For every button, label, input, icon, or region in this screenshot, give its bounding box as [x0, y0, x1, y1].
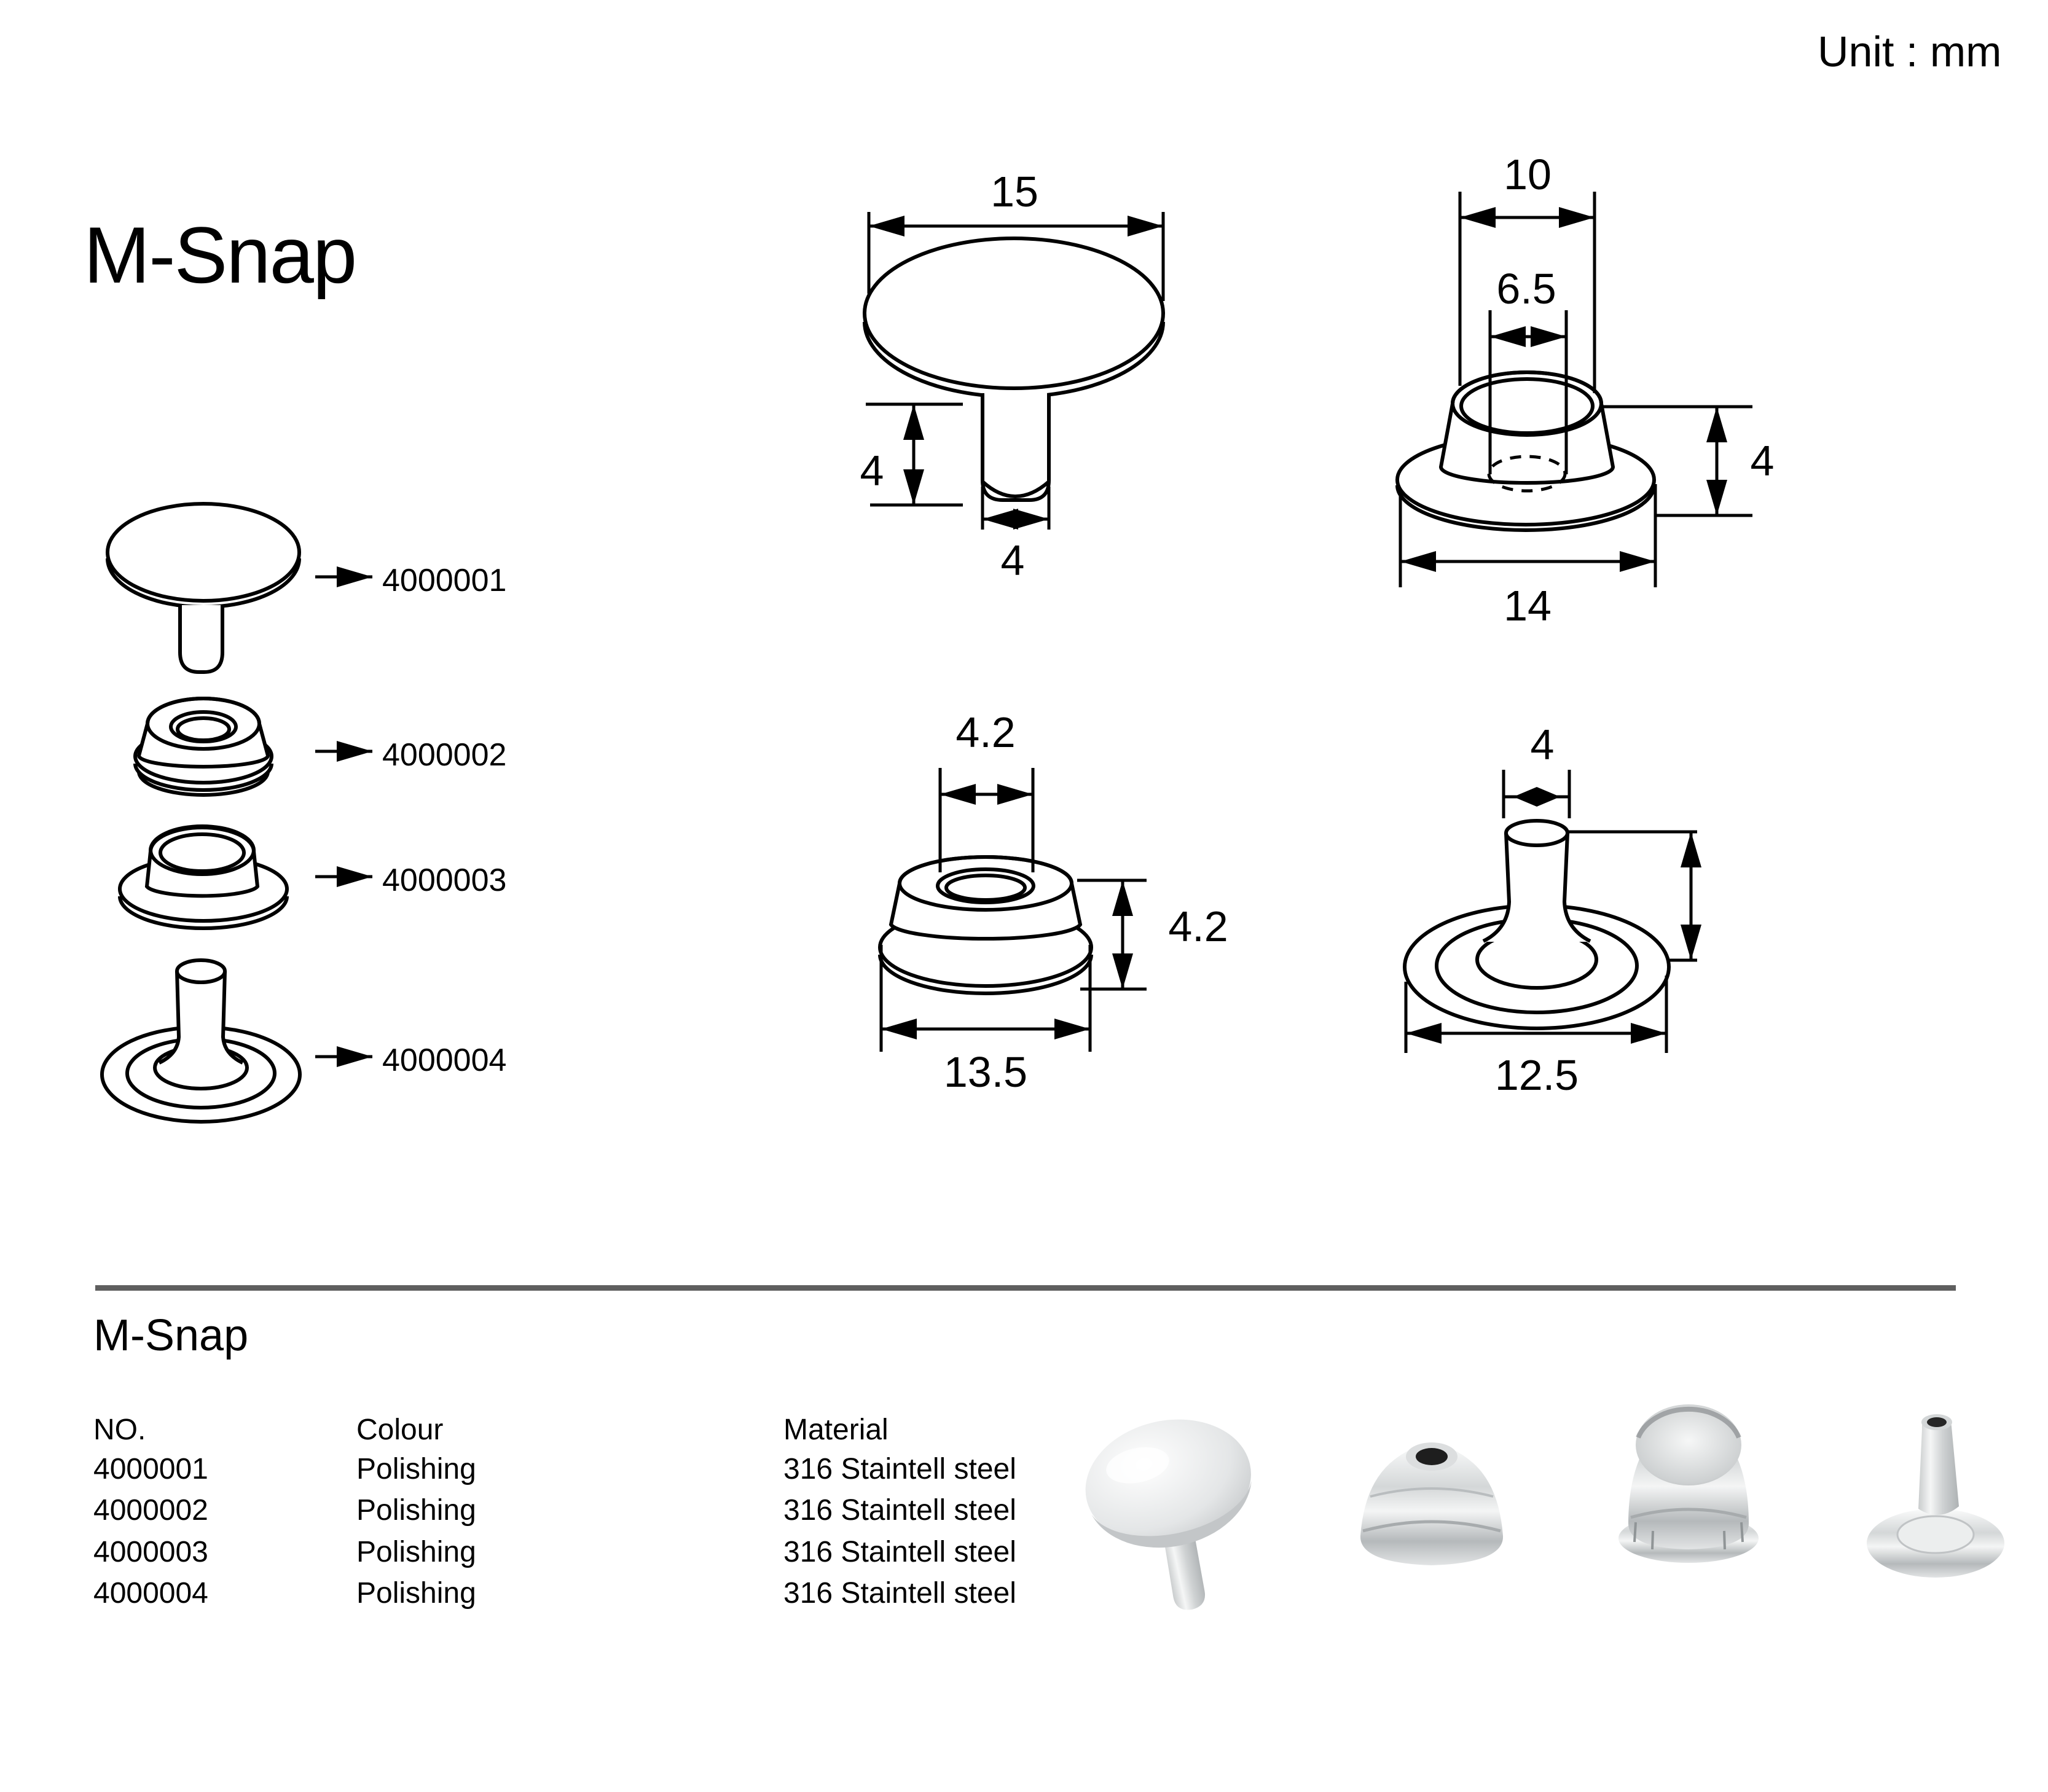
table-row-no: 4000003 [93, 1536, 208, 1568]
socket-drawing [1395, 192, 1752, 587]
table-row-no: 4000004 [93, 1577, 208, 1610]
table-row-colour: Polishing [356, 1494, 476, 1527]
section-divider [95, 1285, 1956, 1291]
part-number-4000002: 4000002 [382, 737, 507, 773]
part-number-4000001: 4000001 [382, 563, 507, 598]
page-title: M-Snap [84, 210, 357, 300]
cap-stem-width-dim: 4 [1000, 536, 1025, 584]
table-row-material: 316 Staintell steel [783, 1536, 1016, 1568]
stud-hole-diameter-dim: 4.2 [955, 708, 1016, 756]
table-row-no: 4000002 [93, 1494, 208, 1527]
part-number-4000004: 4000004 [382, 1043, 507, 1078]
part-number-4000003: 4000003 [382, 863, 507, 898]
table-header-colour: Colour [356, 1414, 444, 1446]
eyelet-tube-diameter-dim: 4 [1530, 721, 1555, 769]
socket-outer-diameter-dim: 10 [1504, 151, 1552, 198]
table-row-material: 316 Staintell steel [783, 1494, 1016, 1527]
eyelet-dimensions [1404, 770, 1701, 1053]
exploded-stud [118, 824, 289, 930]
socket-dimensions [1399, 192, 1752, 587]
exploded-cap [106, 502, 301, 674]
eyelet-base-diameter-dim: 12.5 [1494, 1051, 1579, 1099]
photo-cap [1085, 1419, 1252, 1610]
socket-height-dim: 4 [1750, 437, 1775, 485]
table-row-colour: Polishing [356, 1453, 476, 1485]
photo-stud [1360, 1442, 1504, 1565]
table-row-material: 316 Staintell steel [783, 1577, 1016, 1610]
stud-drawing [878, 768, 1147, 1052]
cap-diameter-dim: 15 [991, 168, 1038, 216]
stud-base-diameter-dim: 13.5 [943, 1048, 1028, 1096]
cap-drawing [863, 212, 1165, 530]
table-header-material: Material [783, 1414, 889, 1446]
exploded-eyelet [100, 958, 302, 1124]
table-header-no: NO. [93, 1414, 146, 1446]
table-row-colour: Polishing [356, 1536, 476, 1568]
stud-height-dim: 4.2 [1168, 902, 1228, 950]
cap-dimensions [866, 212, 1165, 530]
eyelet-drawing [1403, 770, 1701, 1053]
unit-label: Unit : mm [1818, 28, 2002, 76]
product-photos [1085, 1404, 2004, 1610]
photo-socket [1618, 1404, 1759, 1563]
exploded-socket [133, 697, 273, 797]
exploded-view [100, 502, 372, 1124]
stud-dimensions [879, 768, 1147, 1052]
table-row-colour: Polishing [356, 1577, 476, 1610]
socket-base-diameter-dim: 14 [1504, 582, 1552, 630]
photo-eyelet [1867, 1414, 2004, 1578]
cap-stem-height-dim: 4 [860, 447, 884, 495]
section-title: M-Snap [93, 1311, 249, 1360]
leader-arrows [315, 566, 372, 1067]
table-row-no: 4000001 [93, 1453, 208, 1485]
table-row-material: 316 Staintell steel [783, 1453, 1016, 1485]
socket-inner-diameter-dim: 6.5 [1496, 265, 1556, 313]
